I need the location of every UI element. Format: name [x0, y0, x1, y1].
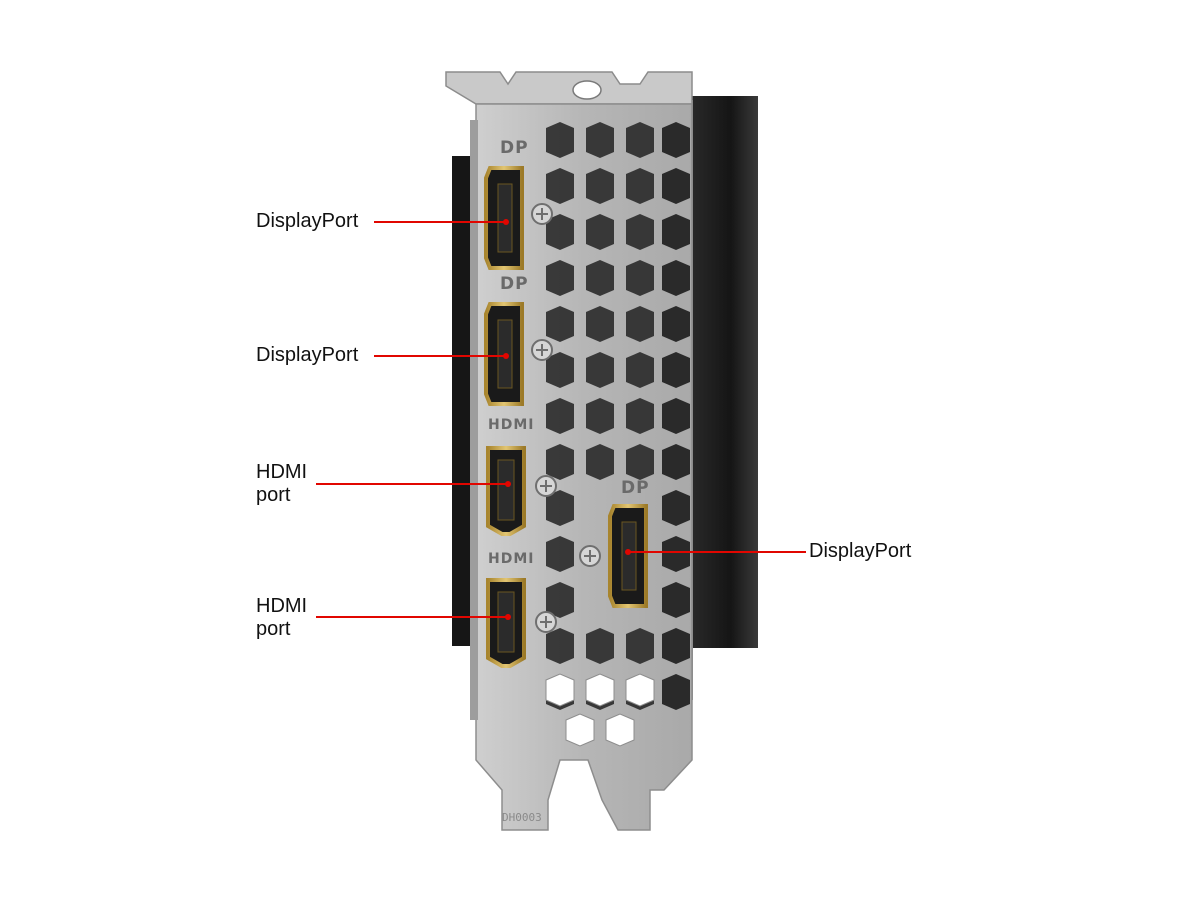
screw-icon: [579, 545, 601, 567]
vent-cutout: [546, 628, 574, 664]
heatsink-right: [690, 96, 758, 648]
vent-cutout: [585, 673, 615, 707]
vent-cutout: [626, 444, 654, 480]
vent-cutout: [586, 352, 614, 388]
vent-cutout: [625, 673, 655, 707]
vent-cutout: [662, 674, 690, 710]
bracket-print-dp-1: DP: [500, 138, 529, 158]
screw-icon: [531, 339, 553, 361]
vent-cutout: [586, 306, 614, 342]
vent-cutout: [586, 260, 614, 296]
screw-icon: [535, 611, 557, 633]
vent-cutout: [545, 673, 575, 707]
bracket-print-dp-3: DP: [621, 478, 650, 498]
vent-cutout: [546, 398, 574, 434]
callout-lines: [316, 219, 806, 620]
vent-cutout: [626, 398, 654, 434]
vent-cutout: [662, 398, 690, 434]
bracket-fold: [470, 120, 478, 720]
vent-cutout: [546, 306, 574, 342]
vent-cutout: [662, 444, 690, 480]
vent-cutout: [546, 214, 574, 250]
vent-cutout: [546, 536, 574, 572]
vent-cutout: [662, 582, 690, 618]
vent-cutout: [626, 122, 654, 158]
mounting-hole: [572, 80, 602, 100]
callout-label-hdmi-port-2: HDMI port: [256, 595, 308, 640]
vent-cutout: [662, 306, 690, 342]
vent-cutout: [546, 352, 574, 388]
vent-cutout: [626, 214, 654, 250]
callout-label-displayport-2: DisplayPort: [256, 344, 359, 366]
vent-cutout: [662, 214, 690, 250]
vent-cutout: [546, 260, 574, 296]
vent-cutout: [662, 260, 690, 296]
bracket-print-hdmi-1: HDMI: [488, 417, 535, 433]
screw-icon: [535, 475, 557, 497]
vent-cutout: [662, 168, 690, 204]
vent-cutout: [662, 122, 690, 158]
vent-cutout: [662, 352, 690, 388]
callout-label-hdmi-port-1: HDMI port: [256, 461, 308, 506]
heatsink-left: [452, 156, 474, 646]
vent-cutout: [565, 713, 595, 747]
callout-label-displayport-3: DisplayPort: [809, 540, 912, 562]
vent-cutout: [586, 444, 614, 480]
vent-cutout: [662, 536, 690, 572]
callout-label-displayport-1: DisplayPort: [256, 210, 359, 232]
vent-cutout: [546, 122, 574, 158]
bracket-part-number: DH0003: [502, 811, 542, 824]
vent-cutout: [586, 398, 614, 434]
bracket-top-tab: [445, 71, 693, 105]
callout-dot-displayport-1: [503, 219, 509, 225]
vent-cutout: [626, 352, 654, 388]
bracket-print-hdmi-2: HDMI: [488, 551, 535, 567]
port-displayport-1: [484, 166, 524, 270]
vent-cutout: [626, 168, 654, 204]
vent-cutout: [662, 628, 690, 664]
port-hdmi-1: [486, 446, 526, 536]
vent-cutout: [586, 168, 614, 204]
vent-cutout: [546, 490, 574, 526]
vent-cutout: [586, 122, 614, 158]
port-displayport-3: [608, 504, 648, 608]
vent-cutout: [662, 490, 690, 526]
callout-dot-displayport-3: [625, 549, 631, 555]
port-hdmi-2: [486, 578, 526, 668]
vent-cutout: [586, 628, 614, 664]
vent-cutout: [546, 444, 574, 480]
screw-icon: [531, 203, 553, 225]
vent-cutout: [546, 168, 574, 204]
callout-dot-hdmi-port-1: [505, 481, 511, 487]
ventilation-grid: [545, 122, 690, 747]
vent-cutout: [626, 260, 654, 296]
callout-dot-hdmi-port-2: [505, 614, 511, 620]
vent-cutout: [626, 628, 654, 664]
vent-cutout: [605, 713, 635, 747]
bracket-print-dp-2: DP: [500, 274, 529, 294]
vent-cutout: [626, 306, 654, 342]
vent-cutout: [586, 214, 614, 250]
callout-dot-displayport-2: [503, 353, 509, 359]
vent-cutout: [546, 582, 574, 618]
